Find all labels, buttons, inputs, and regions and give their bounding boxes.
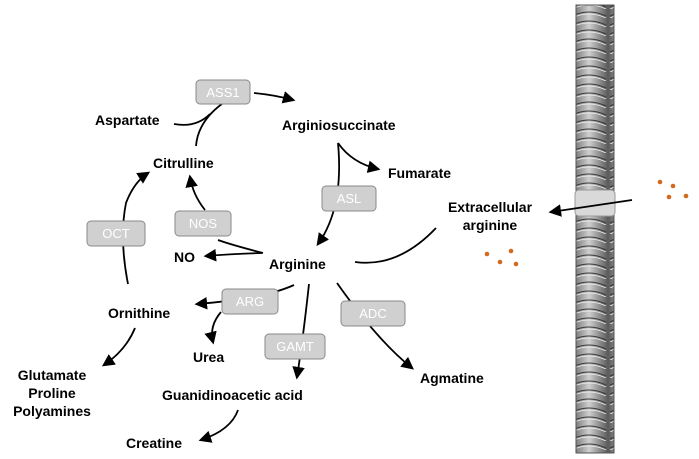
enzyme-oct: OCT <box>86 220 146 247</box>
enzyme-gamt: GAMT <box>264 333 326 360</box>
enzyme-adc-label: ADC <box>359 306 386 321</box>
arrow-argininosuccinate-to-fumarate <box>337 142 381 173</box>
arrow-nos-to-citrulline <box>185 174 206 211</box>
enzyme-gamt-label: GAMT <box>276 339 314 354</box>
enzyme-asl-label: ASL <box>337 191 362 206</box>
arrow-arginine-to-nos <box>217 239 264 254</box>
enzyme-adc: ADC <box>340 300 406 327</box>
label-proline: Proline <box>28 385 76 401</box>
label-argininosuccinate: Arginiosuccinate <box>282 117 396 133</box>
label-glutamate: Glutamate <box>18 367 87 383</box>
arrow-guanidinoacetic-to-creatine <box>198 409 239 443</box>
arrow-arginine-to-guanidinoacetic-acid <box>292 283 310 380</box>
label-arginine: Arginine <box>269 256 326 272</box>
enzyme-oct-label: OCT <box>102 226 130 241</box>
extracellular-particles-lower <box>484 248 519 267</box>
arrow-citrulline-to-ass1 <box>195 100 227 147</box>
arrow-aspartate-to-ass1 <box>173 113 211 126</box>
arrow-ass1-to-argininosuccinate <box>253 91 296 104</box>
arrow-ornithine-to-glutamate <box>101 327 136 367</box>
label-citrulline: Citrulline <box>153 155 214 171</box>
arrow-ornithine-to-citrulline <box>122 171 151 285</box>
enzyme-nos-label: NOS <box>189 216 218 231</box>
arrow-arg-to-urea <box>204 311 222 345</box>
enzyme-asl: ASL <box>321 185 377 212</box>
enzyme-nos: NOS <box>174 210 232 237</box>
label-extracellular: Extracellular <box>448 199 533 215</box>
cell-membrane <box>575 4 615 454</box>
label-agmatine: Agmatine <box>420 370 484 386</box>
metabolite-labels: Aspartate Arginiosuccinate Citrulline Fu… <box>13 112 532 451</box>
label-polyamines: Polyamines <box>13 403 91 419</box>
enzyme-ass1: ASS1 <box>195 79 251 105</box>
arrow-arginine-to-agmatine <box>336 282 414 370</box>
label-no: NO <box>174 249 195 265</box>
label-creatine: Creatine <box>126 435 182 451</box>
label-aspartate: Aspartate <box>95 112 160 128</box>
enzyme-ass1-label: ASS1 <box>206 85 239 100</box>
label-extracellular-arginine: arginine <box>463 217 518 233</box>
extracellular-particles-right <box>657 179 689 200</box>
label-urea: Urea <box>193 349 224 365</box>
label-fumarate: Fumarate <box>388 165 451 181</box>
arrow-arginine-to-no <box>203 248 263 262</box>
enzyme-arg: ARG <box>221 288 279 315</box>
transport-arrow <box>548 199 633 217</box>
arrow-extracellular-to-arginine <box>354 227 437 264</box>
label-guanidinoacetic-acid: Guanidinoacetic acid <box>162 387 303 403</box>
enzyme-arg-label: ARG <box>236 294 264 309</box>
label-ornithine: Ornithine <box>108 305 170 321</box>
